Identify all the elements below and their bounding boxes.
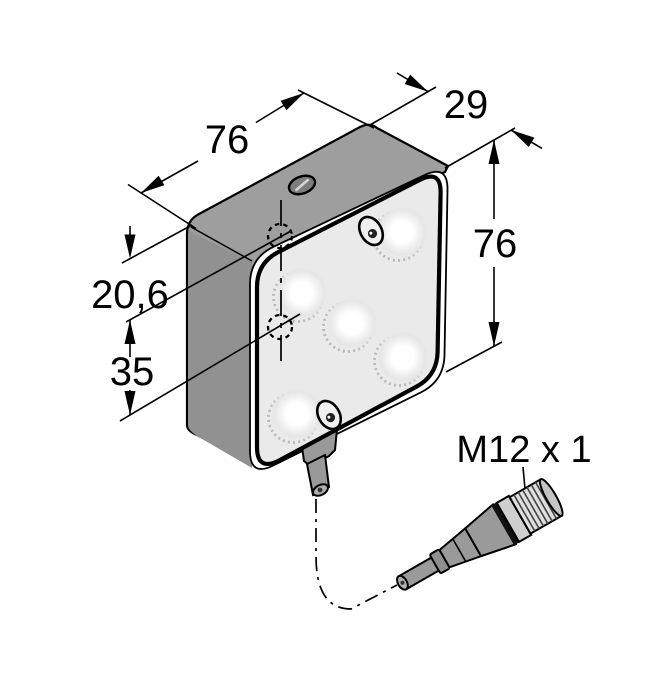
screw-front-bottom xyxy=(315,399,343,431)
cable-route-line xyxy=(315,499,398,610)
led-center xyxy=(322,296,379,353)
label-connector: M12 x 1 xyxy=(456,429,591,471)
device-body xyxy=(185,123,450,497)
led-top-right xyxy=(372,205,429,262)
dimension-offset-top: 20,6 xyxy=(91,224,292,344)
screw-front-top xyxy=(357,215,385,247)
m12-connector xyxy=(396,477,564,591)
dimension-offset-mid: 35 xyxy=(110,313,301,422)
top-left-edge xyxy=(190,226,253,262)
mount-hole-circle-top xyxy=(266,222,294,250)
cable-gland xyxy=(300,427,339,497)
mount-hole-circle-bottom xyxy=(266,313,294,341)
label-depth: 29 xyxy=(444,83,489,127)
housing-left-face xyxy=(188,231,252,468)
dimension-depth: 29 xyxy=(369,72,543,169)
dimension-height: 76 xyxy=(445,140,518,373)
label-offset-top: 20,6 xyxy=(91,273,169,317)
dimension-width-top: 76 xyxy=(127,89,375,230)
label-height: 76 xyxy=(473,222,518,266)
connector-callout: M12 x 1 xyxy=(456,429,592,490)
led-array xyxy=(267,205,430,444)
led-mid-right xyxy=(373,330,430,387)
screw-top-face xyxy=(287,174,317,196)
label-offset-mid: 35 xyxy=(110,350,155,394)
label-width-top: 76 xyxy=(205,118,250,162)
led-mid-left xyxy=(272,266,329,323)
